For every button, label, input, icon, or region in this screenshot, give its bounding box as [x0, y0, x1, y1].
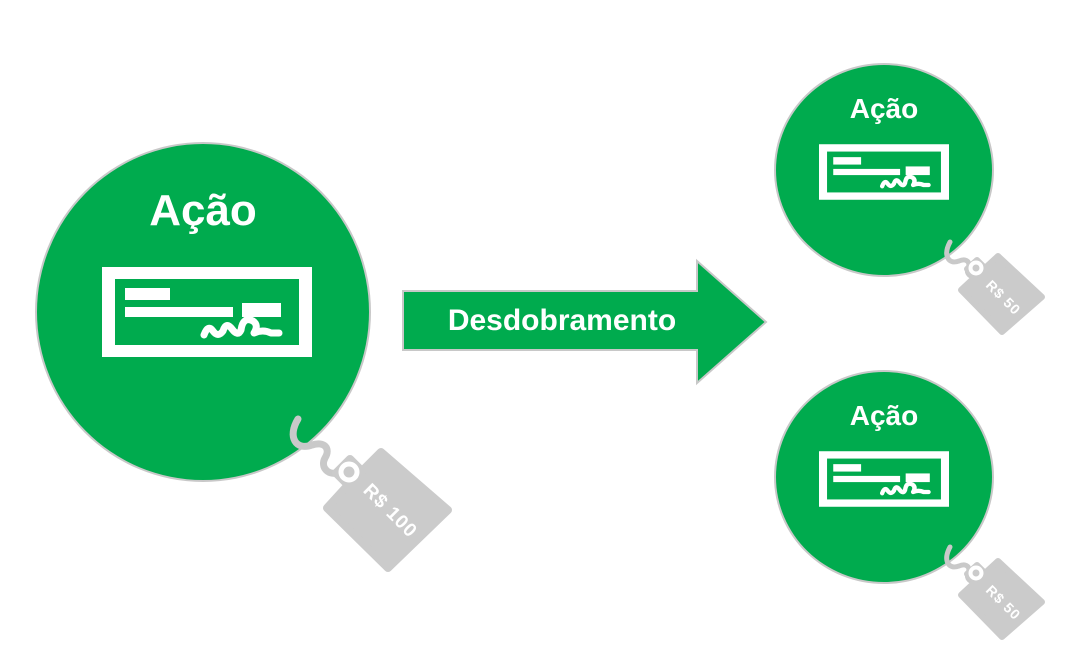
tag-string — [289, 415, 345, 477]
tag-hole — [968, 260, 984, 276]
result-share-circle-top: Ação — [774, 63, 994, 277]
tag-hole — [968, 565, 984, 581]
result-share-circle-bottom: Ação — [774, 370, 994, 584]
split-arrow-label: Desdobramento — [447, 304, 677, 337]
result-share-label-bottom: Ação — [849, 400, 919, 431]
tag-hole — [338, 461, 360, 483]
result-share-label-top: Ação — [849, 93, 919, 124]
split-arrow-shape — [402, 258, 768, 386]
source-share-label: Ação — [149, 186, 257, 235]
source-share-circle: Ação — [35, 142, 371, 482]
